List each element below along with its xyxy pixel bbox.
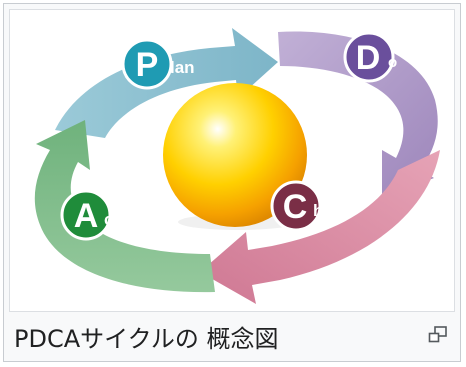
do-label: D o bbox=[343, 31, 397, 83]
do-initial: D bbox=[356, 39, 381, 77]
act-badge-circle bbox=[60, 189, 112, 241]
do-badge-circle bbox=[343, 31, 395, 83]
center-sphere bbox=[163, 83, 307, 227]
act-rest: ct bbox=[104, 210, 119, 229]
plan-badge-circle bbox=[121, 38, 173, 90]
check-initial: C bbox=[283, 188, 308, 226]
image-caption: PDCAサイクルの 概念図 bbox=[14, 325, 279, 353]
act-arrow bbox=[34, 120, 215, 293]
plan-initial: P bbox=[136, 46, 159, 84]
check-label: C heck bbox=[270, 180, 352, 232]
plan-arrow bbox=[55, 28, 278, 138]
check-rest: heck bbox=[313, 201, 352, 220]
pdca-diagram-image[interactable]: P lan D o C heck A ct bbox=[9, 9, 455, 312]
check-arrow bbox=[200, 150, 440, 304]
plan-rest: lan bbox=[170, 58, 195, 77]
plan-label: P lan bbox=[121, 38, 195, 90]
do-arrow bbox=[278, 31, 438, 198]
check-badge-circle bbox=[270, 180, 322, 232]
pdca-cycle-diagram: P lan D o C heck A ct bbox=[34, 28, 440, 304]
do-rest: o bbox=[388, 54, 397, 71]
image-thumbnail: P lan D o C heck A ct PDCAサイクルの 概 bbox=[3, 3, 461, 362]
enlarge-icon[interactable] bbox=[428, 326, 448, 344]
act-label: A ct bbox=[60, 189, 119, 241]
act-initial: A bbox=[74, 197, 99, 235]
